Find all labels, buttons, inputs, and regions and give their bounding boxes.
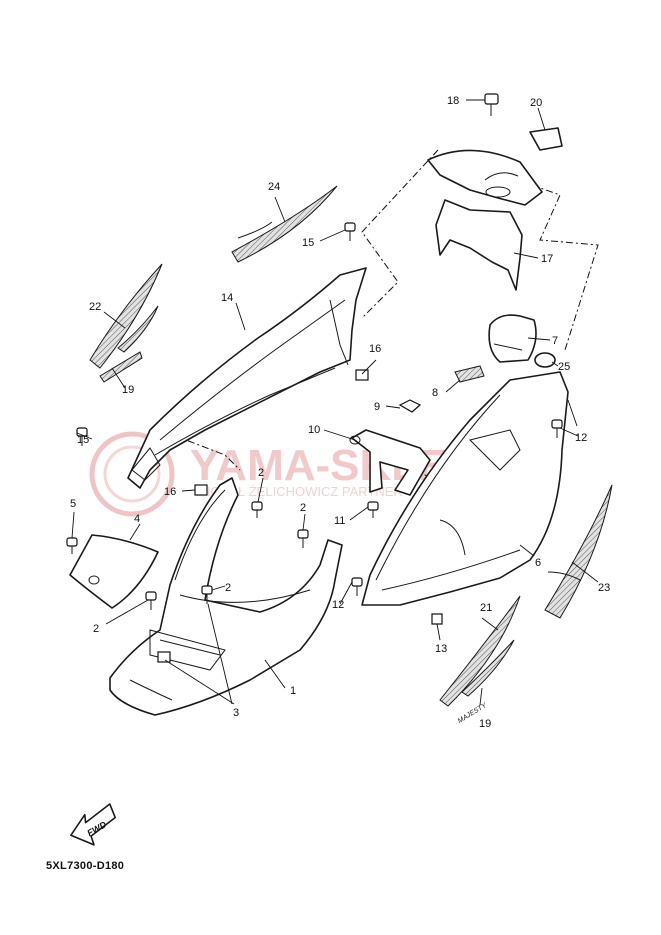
- callout-12-right: 12: [575, 432, 587, 444]
- part-5-screw: [66, 537, 78, 554]
- part-15-screw-upper: [344, 222, 356, 241]
- watermark-subtitle: MICHAŁ ŻELICHOWICZ PARTNER YAMAHA: [196, 484, 460, 499]
- fwd-arrow: FWD: [70, 803, 117, 846]
- callout-15-upper: 15: [302, 237, 314, 249]
- callout-5: 5: [70, 498, 76, 510]
- drawing-code: 5XL7300-D180: [46, 860, 125, 872]
- part-23-decal: [544, 484, 613, 619]
- leader-lines: [71, 99, 599, 706]
- part-2-screw-a: [251, 501, 263, 518]
- part-13-nut: [431, 613, 443, 625]
- part-24-decal: [231, 185, 338, 263]
- part-12-screw-lower: [351, 577, 363, 596]
- callout-23: 23: [598, 582, 610, 594]
- callout-17: 17: [541, 253, 553, 265]
- callout-9: 9: [374, 401, 380, 413]
- part-10-grab-bracket: [349, 429, 431, 496]
- part-2-screw-b: [297, 529, 309, 548]
- callout-11: 11: [334, 515, 345, 527]
- callout-20: 20: [530, 97, 542, 109]
- part-12-screw-right: [551, 419, 563, 438]
- assembly-line-right: [531, 184, 599, 351]
- part-18-bolt: [484, 93, 499, 116]
- part-22-decal: [89, 263, 163, 383]
- callout-21: 21: [480, 602, 492, 614]
- part-11-screw: [367, 501, 379, 518]
- callout-2-b: 2: [300, 502, 306, 514]
- part-14-side-cover: [127, 267, 367, 489]
- callout-19-lower: 19: [479, 718, 491, 730]
- part-16-nut-lower: [194, 484, 208, 496]
- callout-15-left: 15: [77, 434, 89, 446]
- fasteners: [66, 222, 563, 663]
- callout-3: 3: [233, 707, 239, 719]
- watermark-logo-inner: [103, 445, 161, 503]
- part-17-rear-cover: [427, 149, 543, 291]
- callout-2-c: 2: [225, 582, 231, 594]
- callout-8: 8: [432, 387, 438, 399]
- callout-19-upper: 19: [122, 384, 134, 396]
- callout-16-lower: 16: [164, 486, 176, 498]
- assembly-line-left: [361, 149, 439, 319]
- callout-24: 24: [268, 181, 280, 193]
- callout-10: 10: [308, 424, 320, 436]
- callout-2-d: 2: [93, 623, 99, 635]
- callouts: 18 20 24 15 17 14 22 7 16 25 19 8 9 10 1…: [70, 95, 610, 730]
- callout-1: 1: [290, 685, 296, 697]
- callout-18: 18: [447, 95, 459, 107]
- part-25-ring: [534, 352, 556, 368]
- part-8-clip: [454, 365, 485, 383]
- part-16-nut-upper: [355, 369, 369, 381]
- part-20-emblem: [529, 127, 563, 151]
- part-3-clip: [157, 651, 171, 663]
- callout-22: 22: [89, 301, 101, 313]
- callout-2-a: 2: [258, 467, 264, 479]
- part-9-wingnut: [398, 399, 422, 413]
- part-4-panel: [69, 534, 159, 609]
- callout-13: 13: [435, 643, 447, 655]
- part-21-decal: MAJESTY: [439, 595, 521, 725]
- callout-4: 4: [134, 513, 140, 525]
- part-6-side-cover: [361, 371, 569, 606]
- callout-12-lower: 12: [332, 599, 344, 611]
- callout-14: 14: [221, 292, 233, 304]
- callout-6: 6: [535, 557, 541, 569]
- callout-25: 25: [558, 361, 570, 373]
- part-2-screw-d: [145, 591, 157, 610]
- callout-7: 7: [552, 335, 558, 347]
- watermark-logo-ring: [89, 431, 175, 517]
- callout-16-upper: 16: [369, 343, 381, 355]
- part-7-cap: [488, 314, 537, 363]
